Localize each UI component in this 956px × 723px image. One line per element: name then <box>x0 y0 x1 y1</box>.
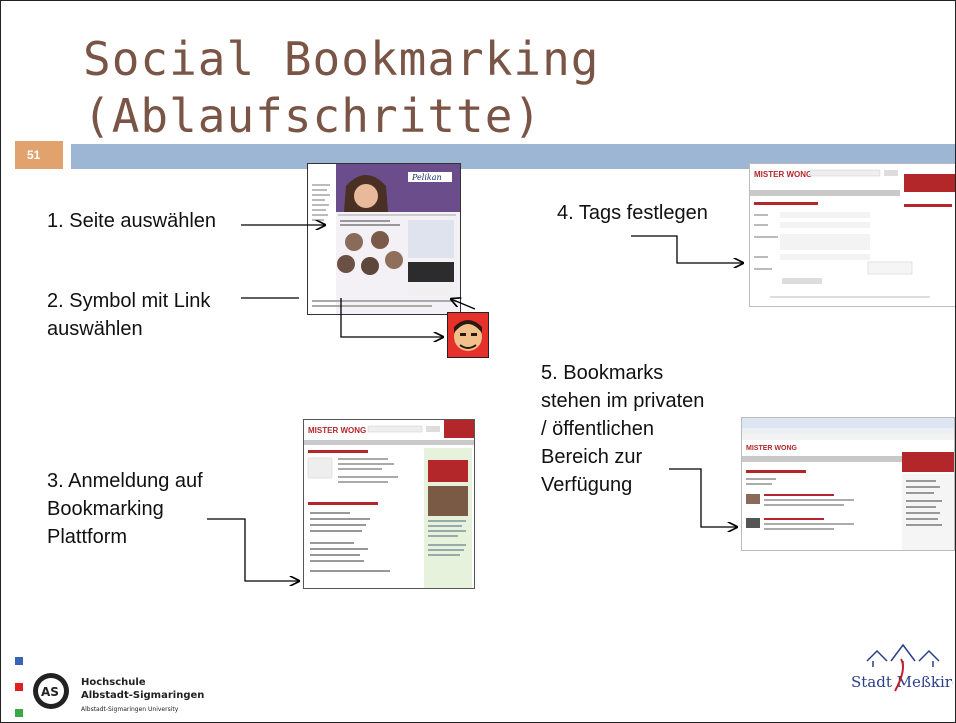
title-line-2: (Ablaufschritte) <box>83 89 543 143</box>
arrow-step-2c <box>451 299 476 310</box>
step-5-label: 5. Bookmarks stehen im privaten / öffent… <box>541 359 704 499</box>
step-4-line-1: 4. Tags festlegen <box>557 202 708 224</box>
mister-wong-login-screenshot: MISTER WONG <box>303 419 475 589</box>
university-logo: AS Hochschule Albstadt-Sigmaringen Albst… <box>15 657 215 722</box>
city-logo: Stadt Meßkirch <box>847 639 955 705</box>
mister-wong-brand-3: MISTER WONG <box>308 426 366 435</box>
step-5-line-5: Verfügung <box>541 474 633 496</box>
mister-wong-brand-5: MISTER WONG <box>746 445 797 452</box>
step-2-line-2: auswählen <box>47 318 143 340</box>
arrow-step-5 <box>669 468 737 527</box>
step-2-line-1: 2. Symbol mit Link <box>47 290 211 312</box>
university-logo-mark: AS <box>41 685 59 699</box>
mister-wong-brand-4: MISTER WONG <box>754 170 812 179</box>
slide-title: Social Bookmarking (Ablaufschritte) <box>83 31 600 145</box>
city-logo-text: Stadt Meßkirch <box>851 673 953 691</box>
pelikan-page-screenshot: Pelikan <box>307 163 461 315</box>
arrow-step-2b <box>340 298 443 337</box>
step-4-label: 4. Tags festlegen <box>557 199 708 227</box>
bookmark-symbol-icon <box>447 312 489 358</box>
step-5-line-1: 5. Bookmarks <box>541 362 664 384</box>
bookmarks-list-screenshot: MISTER WONG <box>741 417 955 551</box>
title-line-1: Social Bookmarking <box>83 32 600 86</box>
step-5-line-3: / öffentlichen <box>541 418 655 440</box>
step-1-label: 1. Seite auswählen <box>47 207 216 235</box>
step-5-line-4: Bereich zur <box>541 446 643 468</box>
step-3-label: 3. Anmeldung auf Bookmarking Plattform <box>47 467 203 551</box>
step-3-line-1: 3. Anmeldung auf <box>47 470 203 492</box>
mister-wong-tags-screenshot: MISTER WONG <box>749 163 955 307</box>
university-name-line-2: Albstadt-Sigmaringen <box>81 690 204 701</box>
step-2-label: 2. Symbol mit Link auswählen <box>47 287 210 343</box>
step-3-line-2: Bookmarking <box>47 498 164 520</box>
university-name-line-3: Albstadt-Sigmaringen University <box>81 706 179 713</box>
arrow-step-3 <box>207 518 299 581</box>
university-name-line-1: Hochschule <box>81 677 146 688</box>
slide-number: 51 <box>15 141 63 169</box>
step-5-line-2: stehen im privaten <box>541 390 705 412</box>
arrow-step-4 <box>631 235 743 263</box>
pelikan-brand: Pelikan <box>411 173 442 182</box>
step-3-line-3: Plattform <box>47 526 128 548</box>
step-1-line-1: 1. Seite auswählen <box>47 210 217 232</box>
